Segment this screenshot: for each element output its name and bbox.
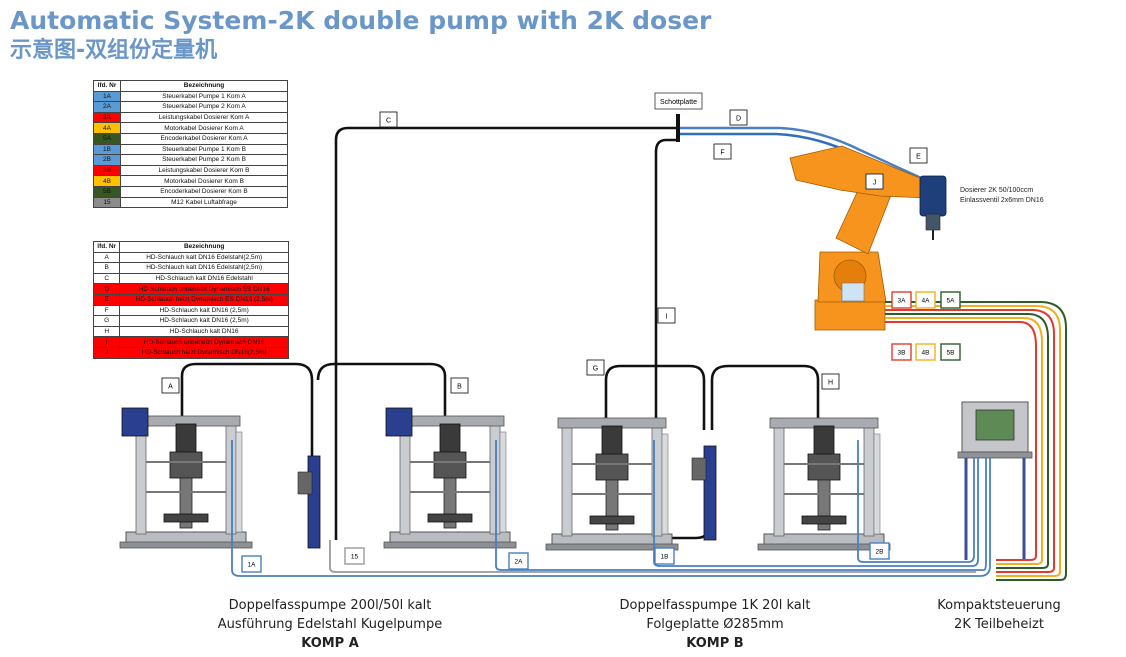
caption-controller: Kompaktsteuerung 2K Teilbeheizt bbox=[919, 596, 1079, 634]
robot-illustration bbox=[789, 145, 947, 331]
row-desc: HD-Schlauch kalt DN16 bbox=[119, 325, 289, 338]
caption-komp-b: Doppelfasspumpe 1K 20l kalt Folgeplatte … bbox=[575, 596, 855, 653]
controller-cabinet bbox=[957, 401, 1033, 560]
hose-label-text: B bbox=[457, 384, 462, 391]
row-desc: HD-Schlauch heizt Dynamisch ES DN16 (2,5… bbox=[119, 293, 289, 306]
row-code: C bbox=[92, 272, 121, 285]
hose-label-j: J bbox=[865, 173, 884, 190]
cable-label-text: 5A bbox=[947, 298, 956, 305]
row-code: D bbox=[92, 283, 121, 295]
hose-label-c: C bbox=[379, 111, 398, 128]
caption-komp-a-line2: Ausführung Edelstahl Kugelpumpe bbox=[217, 617, 443, 632]
row-desc: HD-Schlauch kalt DN16 Edelstahl(2,5m) bbox=[119, 251, 289, 264]
cable-label-text: 15 bbox=[351, 554, 359, 561]
cable-label-15: 15 bbox=[344, 547, 365, 565]
cable-label-text: 4B bbox=[922, 350, 930, 357]
cable-label-text: 1A bbox=[248, 562, 257, 569]
page-subtitle: 示意图-双组份定量机 bbox=[10, 38, 218, 63]
cable-label-text: 2B bbox=[876, 549, 884, 556]
row-desc: HD-Schlauch unbeheizt Dynamisch DN16 bbox=[119, 336, 289, 348]
caption-komp-b-line2: Folgeplatte Ø285mm bbox=[646, 617, 784, 632]
cable-label-1a: 1A bbox=[241, 555, 262, 573]
caption-komp-b-line1: Doppelfasspumpe 1K 20l kalt bbox=[619, 598, 811, 613]
row-code: G bbox=[92, 315, 121, 327]
row-desc: HD-Schlauch kalt DN16 Edelstahl bbox=[119, 272, 289, 285]
hose-label-text: F bbox=[720, 150, 724, 157]
row-code: E bbox=[92, 293, 121, 306]
hose-label-text: D bbox=[736, 116, 741, 123]
cable-label-4b: 4B bbox=[915, 343, 936, 361]
hose-label-d: D bbox=[729, 109, 748, 126]
cable-label-text: 2A bbox=[515, 559, 524, 566]
hose-label-a: A bbox=[161, 377, 180, 394]
row-code: H bbox=[92, 325, 121, 338]
caption-controller-line1: Kompaktsteuerung bbox=[937, 598, 1061, 613]
hose-label-text: C bbox=[386, 118, 391, 125]
caption-komp-a-line1: Doppelfasspumpe 200l/50l kalt bbox=[228, 598, 432, 613]
cable-label-text: 1B bbox=[661, 554, 669, 561]
row-desc: HD-Schlauch kalt DN16 (2,5m) bbox=[119, 315, 289, 327]
cable-label-2b: 2B bbox=[869, 542, 890, 560]
cable-label-text: 3A bbox=[898, 298, 907, 305]
row-desc: HD-Schlauch kalt DN16 (2,5m) bbox=[119, 304, 289, 317]
hose-label-i: I bbox=[657, 307, 676, 324]
cable-label-text: 3B bbox=[898, 350, 906, 357]
row-code: I bbox=[92, 336, 121, 348]
caption-controller-line2: 2K Teilbeheizt bbox=[954, 617, 1044, 632]
cable-label-text: 4A bbox=[922, 298, 931, 305]
cable-label-2a: 2A bbox=[508, 552, 529, 570]
cable-label-3b: 3B bbox=[891, 343, 912, 361]
row-desc: M12 Kabel Luftabfrage bbox=[120, 196, 288, 209]
cable-label-3a: 3A bbox=[891, 291, 912, 309]
row-code: A bbox=[92, 251, 121, 264]
hose-label-text: H bbox=[828, 380, 833, 387]
row-desc: HD-Schlauch heizt Dynamisch DN16(2,5m) bbox=[119, 346, 289, 359]
cable-label-text: 5B bbox=[947, 350, 955, 357]
hose-label-b: B bbox=[450, 377, 469, 394]
caption-komp-b-line3: KOMP B bbox=[686, 636, 744, 651]
hose-label-e: E bbox=[909, 147, 928, 164]
row-desc: HD-Schlauch unbeheizt Dynamisch ES DN16 bbox=[119, 283, 289, 295]
doser-note-2: Einlassventil 2x6mm DN16 bbox=[960, 197, 1044, 204]
hose-label-h: H bbox=[821, 373, 840, 390]
hose-label-text: G bbox=[593, 366, 598, 373]
hose-label-g: G bbox=[586, 359, 605, 376]
row-code: B bbox=[92, 262, 121, 274]
page-title: Automatic System-2K double pump with 2K … bbox=[10, 6, 712, 35]
hose-label-text: E bbox=[916, 154, 921, 161]
hose-label-text: A bbox=[168, 384, 173, 391]
row-code: J bbox=[92, 346, 121, 359]
cable-label-5a: 5A bbox=[940, 291, 961, 309]
schottplatte-label: Schottplatte bbox=[660, 99, 697, 106]
row-code: F bbox=[92, 304, 121, 317]
caption-komp-a-line3: KOMP A bbox=[301, 636, 359, 651]
row-desc: HD-Schlauch kalt DN16 Edelstahl(2,5m) bbox=[119, 262, 289, 274]
hose-label-f: F bbox=[713, 143, 732, 160]
hose-label-text: J bbox=[873, 180, 877, 187]
hose-label-text: I bbox=[666, 314, 668, 321]
doser-note-1: Dosierer 2K 50/100ccm bbox=[960, 187, 1034, 194]
cable-label-4a: 4A bbox=[915, 291, 936, 309]
caption-komp-a: Doppelfasspumpe 200l/50l kalt Ausführung… bbox=[190, 596, 470, 653]
cable-label-1b: 1B bbox=[654, 547, 675, 565]
cable-label-5b: 5B bbox=[940, 343, 961, 361]
